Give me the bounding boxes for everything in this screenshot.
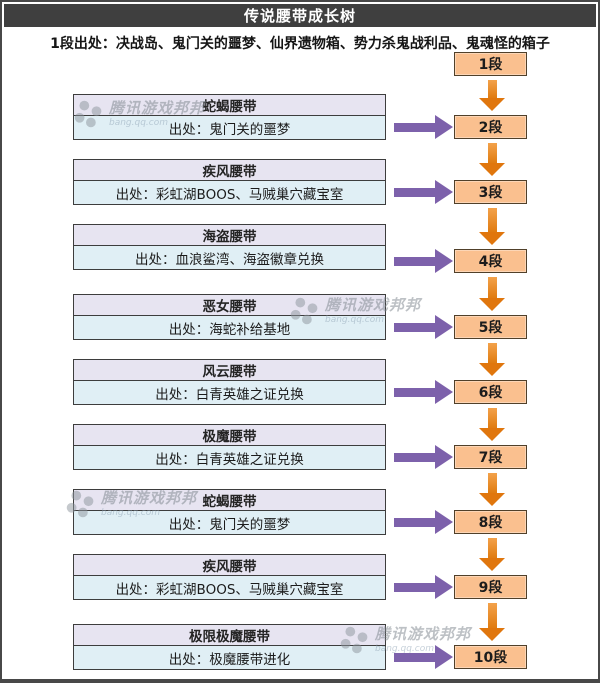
right-arrow-icon — [394, 445, 453, 469]
right-arrow-icon — [394, 575, 453, 599]
down-arrow-head — [479, 98, 505, 111]
belt-source: 出处：血浪鲨湾、海盗徽章兑换 — [74, 246, 385, 269]
belt-card-2: 疾风腰带 出处：彩虹湖BOOS、马贼巢穴藏宝室 — [73, 159, 386, 205]
right-arrow-icon — [394, 115, 453, 139]
right-arrow-stem — [394, 452, 435, 462]
down-arrow-stem — [487, 80, 497, 98]
down-arrow-icon — [479, 408, 505, 441]
down-arrow-stem — [487, 277, 497, 298]
belt-source: 出处：彩虹湖BOOS、马贼巢穴藏宝室 — [74, 181, 385, 204]
down-arrow-head — [479, 428, 505, 441]
stage-box-9: 9段 — [454, 575, 527, 599]
right-arrow-stem — [394, 652, 435, 662]
belt-card-1: 蛇蝎腰带 出处：鬼门关的噩梦 — [73, 94, 386, 140]
right-arrow-stem — [394, 187, 435, 197]
down-arrow-head — [479, 558, 505, 571]
down-arrow-stem — [487, 408, 497, 428]
belt-name: 蛇蝎腰带 — [74, 95, 385, 116]
down-arrow-icon — [479, 143, 505, 176]
right-arrow-stem — [394, 387, 435, 397]
down-arrow-head — [479, 298, 505, 311]
down-arrow-head — [479, 628, 505, 641]
down-arrow-head — [479, 363, 505, 376]
stage-box-10: 10段 — [454, 645, 527, 669]
belt-source: 出处：极魔腰带进化 — [74, 646, 385, 669]
down-arrow-stem — [487, 538, 497, 558]
right-arrow-stem — [394, 517, 435, 527]
belt-source: 出处：鬼门关的噩梦 — [74, 511, 385, 534]
belt-source: 出处：彩虹湖BOOS、马贼巢穴藏宝室 — [74, 576, 385, 599]
stage1-source-note: 1段出处：决战岛、鬼门关的噩梦、仙界遗物箱、势力杀鬼战利品、鬼魂怪的箱子 — [50, 36, 550, 52]
stage-box-4: 4段 — [454, 249, 527, 273]
belt-card-9: 极限极魔腰带 出处：极魔腰带进化 — [73, 624, 386, 670]
down-arrow-stem — [487, 208, 497, 232]
right-arrow-stem — [394, 582, 435, 592]
right-arrow-icon — [394, 180, 453, 204]
right-arrow-head — [435, 380, 453, 404]
down-arrow-icon — [479, 603, 505, 641]
down-arrow-head — [479, 493, 505, 506]
stage-box-8: 8段 — [454, 510, 527, 534]
down-arrow-head — [479, 163, 505, 176]
right-arrow-head — [435, 445, 453, 469]
right-arrow-head — [435, 315, 453, 339]
down-arrow-stem — [487, 603, 497, 628]
stage-box-1: 1段 — [454, 52, 527, 76]
right-arrow-head — [435, 180, 453, 204]
belt-card-6: 极魔腰带 出处：白青英雄之证兑换 — [73, 424, 386, 470]
right-arrow-stem — [394, 122, 435, 132]
right-arrow-head — [435, 115, 453, 139]
stage-box-2: 2段 — [454, 115, 527, 139]
belt-name: 蛇蝎腰带 — [74, 490, 385, 511]
down-arrow-icon — [479, 473, 505, 506]
stage-box-6: 6段 — [454, 380, 527, 404]
right-arrow-icon — [394, 249, 453, 273]
belt-card-8: 疾风腰带 出处：彩虹湖BOOS、马贼巢穴藏宝室 — [73, 554, 386, 600]
right-arrow-icon — [394, 645, 453, 669]
right-arrow-stem — [394, 322, 435, 332]
belt-source: 出处：鬼门关的噩梦 — [74, 116, 385, 139]
right-arrow-head — [435, 645, 453, 669]
stage-box-5: 5段 — [454, 315, 527, 339]
belt-name: 疾风腰带 — [74, 555, 385, 576]
down-arrow-icon — [479, 208, 505, 245]
page-title: 传说腰带成长树 — [4, 4, 596, 27]
down-arrow-icon — [479, 538, 505, 571]
right-arrow-head — [435, 249, 453, 273]
belt-name: 极魔腰带 — [74, 425, 385, 446]
belt-name: 恶女腰带 — [74, 295, 385, 316]
down-arrow-icon — [479, 343, 505, 376]
right-arrow-head — [435, 510, 453, 534]
right-arrow-icon — [394, 380, 453, 404]
down-arrow-stem — [487, 473, 497, 493]
stage-box-3: 3段 — [454, 180, 527, 204]
belt-card-4: 恶女腰带 出处：海蛇补给基地 — [73, 294, 386, 340]
belt-source: 出处：白青英雄之证兑换 — [74, 381, 385, 404]
belt-card-7: 蛇蝎腰带 出处：鬼门关的噩梦 — [73, 489, 386, 535]
down-arrow-icon — [479, 80, 505, 111]
right-arrow-icon — [394, 510, 453, 534]
right-arrow-stem — [394, 256, 435, 266]
stage-box-7: 7段 — [454, 445, 527, 469]
down-arrow-stem — [487, 343, 497, 363]
watermark-brand: 腾讯游戏邦邦 — [375, 625, 472, 643]
right-arrow-head — [435, 575, 453, 599]
down-arrow-head — [479, 232, 505, 245]
belt-name: 海盗腰带 — [74, 225, 385, 246]
belt-name: 疾风腰带 — [74, 160, 385, 181]
right-arrow-icon — [394, 315, 453, 339]
belt-name: 极限极魔腰带 — [74, 625, 385, 646]
belt-card-3: 海盗腰带 出处：血浪鲨湾、海盗徽章兑换 — [73, 224, 386, 270]
down-arrow-stem — [487, 143, 497, 163]
belt-source: 出处：白青英雄之证兑换 — [74, 446, 385, 469]
down-arrow-icon — [479, 277, 505, 311]
belt-card-5: 风云腰带 出处：白青英雄之证兑换 — [73, 359, 386, 405]
belt-source: 出处：海蛇补给基地 — [74, 316, 385, 339]
belt-name: 风云腰带 — [74, 360, 385, 381]
